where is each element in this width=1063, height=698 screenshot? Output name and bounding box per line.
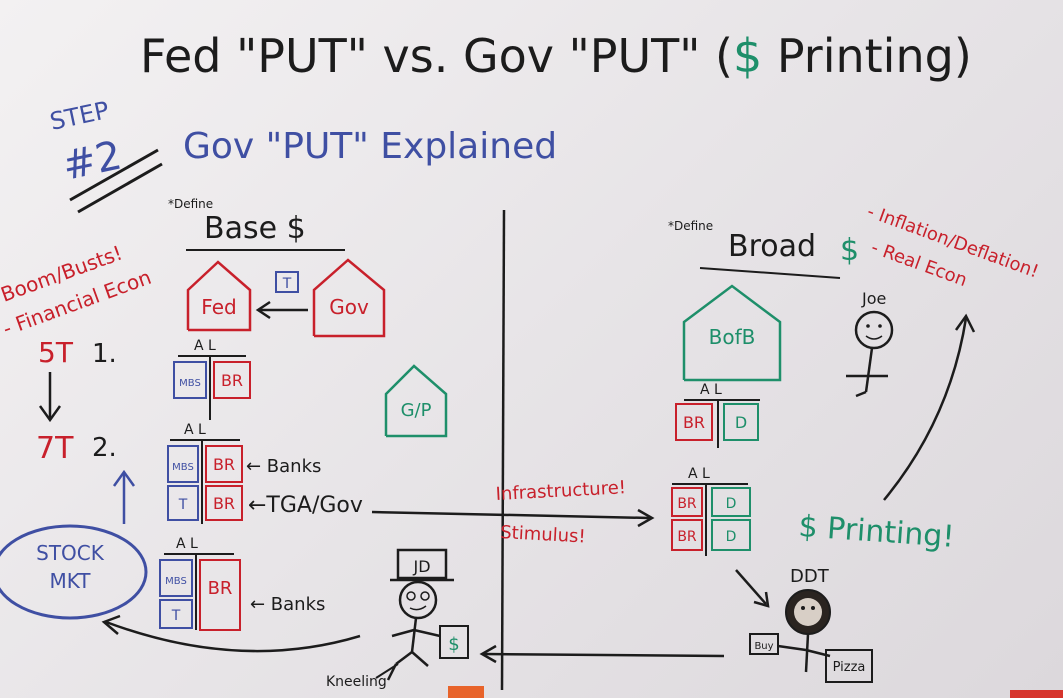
banks-label-2: ← Banks <box>250 594 325 615</box>
gp-house: G/P <box>384 364 448 438</box>
stock-line1: STOCK <box>36 541 105 565</box>
joe-figure: Joe <box>846 289 894 398</box>
broad-heading: Broad <box>728 229 816 264</box>
base-heading: Base $ <box>204 211 306 246</box>
br-1: BR <box>221 371 243 390</box>
bank-balance-1: A L BR D <box>675 382 760 448</box>
bofb-house: BofB <box>682 284 782 382</box>
treasury-label: T <box>282 276 292 292</box>
printing-label: $ Printing! <box>797 509 955 555</box>
number-1: 1. <box>92 339 117 369</box>
broad-br-1: BR <box>683 413 705 432</box>
bank-to-ddt-arrow <box>735 569 767 605</box>
jd-hat-label: JD <box>412 557 430 576</box>
broad-al-2: A L <box>688 466 710 482</box>
printing-up-arrow <box>883 317 968 501</box>
gov-label: Gov <box>329 295 369 319</box>
step-underline-2 <box>77 162 163 214</box>
corner-indicator <box>1010 690 1063 698</box>
fed-balance-2: A L MBS BR T BR ← Banks ←TGA/Gov <box>167 422 363 524</box>
number-2: 2. <box>92 433 117 463</box>
br-2: BR <box>213 455 235 474</box>
title-part1: Fed "PUT" vs. Gov "PUT" ( <box>140 29 733 83</box>
treasury-box <box>275 271 299 293</box>
broad-br-3: BR <box>677 529 697 545</box>
broad-d-2: D <box>726 496 737 512</box>
jd-to-stock-arrow <box>105 620 361 653</box>
board-title: Fed "PUT" vs. Gov "PUT" ($ Printing) <box>140 29 972 83</box>
gov-house: Gov <box>312 258 386 338</box>
step-line1: STEP <box>47 96 111 136</box>
broad-d-1: D <box>735 413 747 432</box>
broad-al-1: A L <box>700 382 722 398</box>
t-3: T <box>171 608 181 624</box>
step-label: STEP #2 <box>47 96 163 214</box>
title-dollar: $ <box>733 29 762 83</box>
jd-dollar: $ <box>448 634 459 655</box>
base-define-tag: *Define <box>168 197 213 211</box>
al-header-2: A L <box>184 422 206 438</box>
t-2: T <box>178 497 188 513</box>
br-4: BR <box>208 578 233 599</box>
kneeling-label: Kneeling <box>326 674 387 690</box>
ddt-label: DDT <box>790 566 830 587</box>
middle-flow: Infrastructure! Stimulus! JD $ Kneeling <box>101 477 725 690</box>
board-magnet <box>448 686 484 698</box>
broad-dollar: $ <box>840 233 859 268</box>
stimulus-label: Stimulus! <box>500 522 586 547</box>
al-header-1: A L <box>194 338 216 354</box>
broad-section: *Define Broad $ - Inflation/Deflation! -… <box>668 201 1041 683</box>
jd-figure: JD $ Kneeling <box>326 548 469 690</box>
fed-balance-3: A L MBS T BR ← Banks <box>159 536 325 631</box>
buy-label: Buy <box>754 641 773 652</box>
gp-label: G/P <box>401 400 432 421</box>
bank-balance-2: A L BR BR D D <box>671 466 751 556</box>
fed-label: Fed <box>201 295 236 319</box>
stock-line2: MKT <box>49 569 91 593</box>
tga-gov-label: ←TGA/Gov <box>248 493 363 518</box>
infrastructure-label: Infrastructure! <box>495 477 626 505</box>
pizza-label: Pizza <box>833 660 866 675</box>
fed-house: Fed <box>186 260 252 332</box>
base-section: *Define Base $ Fed Gov T A L MBS BR <box>159 197 448 631</box>
fed-balance-1: A L MBS BR <box>173 338 251 420</box>
joe-label: Joe <box>861 289 886 308</box>
broad-define-tag: *Define <box>668 219 713 233</box>
broad-d-3: D <box>726 529 737 545</box>
value-5t: 5T <box>38 336 74 369</box>
mbs-1: MBS <box>179 378 201 389</box>
stock-market-oval: STOCK MKT <box>0 524 148 620</box>
title-part2: Printing) <box>762 29 972 83</box>
broad-br-2: BR <box>677 496 697 512</box>
mbs-3: MBS <box>165 576 187 587</box>
step-underline-1 <box>69 148 159 202</box>
ddt-figure: DDT Buy Pizza <box>749 566 873 683</box>
subtitle: Gov "PUT" Explained <box>183 126 557 167</box>
bofb-label: BofB <box>709 325 756 349</box>
svg-text:Fed "PUT" vs. Gov "PUT" ($ Pri: Fed "PUT" vs. Gov "PUT" ($ Printing) <box>140 29 972 83</box>
banks-label-1: ← Banks <box>246 456 321 477</box>
step-line2: #2 <box>59 133 126 190</box>
tga-to-bank-arrow <box>371 510 651 520</box>
mbs-2: MBS <box>172 462 194 473</box>
al-header-3: A L <box>176 536 198 552</box>
br-3: BR <box>213 494 235 513</box>
value-7t: 7T <box>36 431 74 466</box>
left-notes: Boom/Busts! - Financial Econ 5T 1. 7T 2. <box>0 241 154 524</box>
bottom-return-arrow <box>483 652 725 658</box>
center-divider <box>500 209 506 691</box>
